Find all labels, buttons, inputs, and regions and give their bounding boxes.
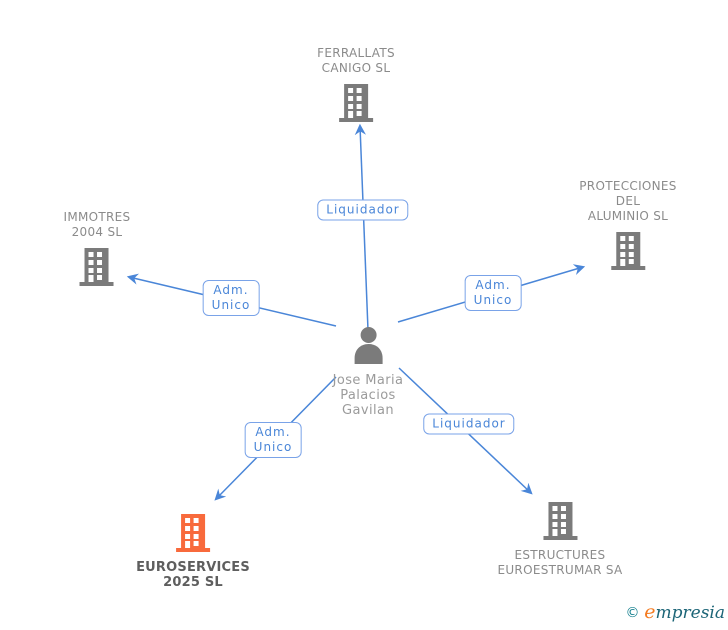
brand-initial: e — [644, 601, 656, 623]
company-name-line: ALUMINIO SL — [587, 209, 669, 223]
edge-label-text: Liquidador — [432, 416, 506, 431]
brand-rest: mpresia — [655, 603, 726, 623]
edge-label-text: Unico — [211, 298, 251, 312]
edge-label-liquidador-top: Liquidador — [317, 199, 409, 221]
company-name-line: EUROSERVICES — [136, 560, 250, 575]
building-icon — [175, 512, 211, 556]
edge-line-liquidador-ferrallats — [354, 123, 369, 331]
company-node-euroservices[interactable]: EUROSERVICES 2025 SL — [136, 512, 250, 590]
company-name-line: FERRALLATS — [317, 46, 395, 60]
company-name-line: EUROESTRUMAR SA — [497, 563, 623, 577]
building-icon — [79, 246, 115, 290]
person-name-line: Jose Maria — [332, 373, 404, 388]
edge-label-liquidador-bottom-right: Liquidador — [423, 413, 515, 435]
company-name-line: 2025 SL — [163, 575, 223, 590]
edge-label-text: Unico — [253, 440, 293, 454]
brand-name: empresia — [644, 601, 726, 623]
company-name: IMMOTRES 2004 SL — [64, 210, 131, 240]
person-name-line: Gavilan — [342, 403, 394, 418]
edge-label-text: Liquidador — [326, 202, 400, 217]
edge-label-adm-unico-left: Adm. Unico — [202, 280, 260, 316]
company-name: FERRALLATS CANIGO SL — [317, 46, 395, 76]
person-name-line: Palacios — [340, 388, 396, 403]
person-name: Jose Maria Palacios Gavilan — [333, 373, 404, 418]
edge-label-text: Adm. — [475, 278, 511, 292]
company-name-line: ESTRUCTURES — [514, 548, 606, 562]
company-name-line: 2004 SL — [71, 225, 123, 239]
empresia-logo: © empresia — [625, 601, 725, 623]
company-name: PROTECCIONES DEL ALUMINIO SL — [579, 179, 676, 224]
company-node-estructures[interactable]: ESTRUCTURES EUROESTRUMAR SA — [497, 500, 622, 578]
company-node-protecciones[interactable]: PROTECCIONES DEL ALUMINIO SL — [579, 179, 676, 274]
building-icon — [542, 500, 578, 544]
edge-label-text: Adm. — [213, 283, 249, 297]
building-icon — [338, 82, 374, 126]
company-name: ESTRUCTURES EUROESTRUMAR SA — [497, 548, 622, 578]
company-node-ferrallats[interactable]: FERRALLATS CANIGO SL — [317, 46, 395, 126]
company-name-line: CANIGO SL — [321, 61, 391, 75]
edge-label-text: Adm. — [255, 425, 291, 439]
company-name-line: PROTECCIONES — [579, 179, 677, 193]
person-icon — [350, 326, 386, 368]
company-name: EUROSERVICES 2025 SL — [136, 560, 250, 590]
company-node-immotres[interactable]: IMMOTRES 2004 SL — [64, 210, 131, 290]
edge-label-text: Unico — [473, 293, 513, 307]
building-icon — [610, 230, 646, 274]
company-name-line: DEL — [615, 194, 641, 208]
company-name-line: IMMOTRES — [63, 210, 131, 224]
edge-label-adm-unico-bottom-left: Adm. Unico — [244, 422, 302, 458]
edge-label-adm-unico-right: Adm. Unico — [464, 275, 522, 311]
copyright-icon: © — [625, 605, 640, 621]
person-node[interactable]: Jose Maria Palacios Gavilan — [333, 326, 404, 418]
